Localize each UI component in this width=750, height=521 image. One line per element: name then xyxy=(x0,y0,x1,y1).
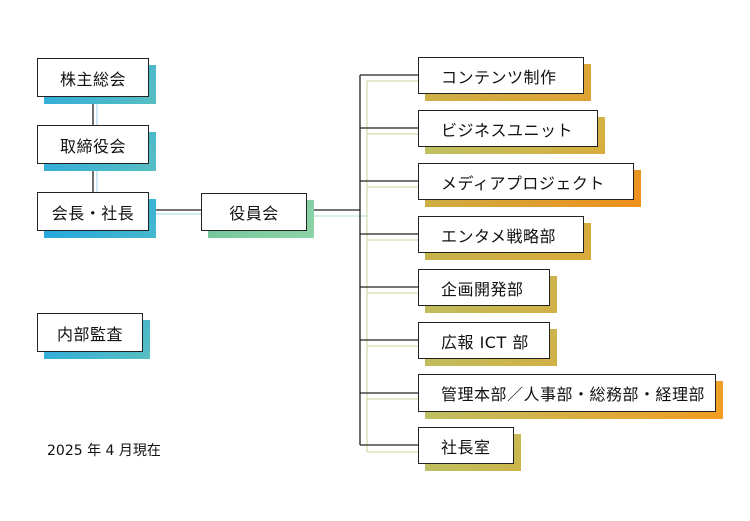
department-label: エンタメ戦略部 xyxy=(418,216,584,253)
audit-label: 内部監査 xyxy=(37,313,143,352)
department-admin-hq: 管理本部／人事部・総務部・経理部 xyxy=(418,374,723,419)
shareholders-node: 株主総会 xyxy=(37,58,156,104)
department-pr-ict: 広報 ICT 部 xyxy=(418,322,557,366)
department-label: ビジネスユニット xyxy=(418,110,598,147)
department-business-unit: ビジネスユニット xyxy=(418,110,605,154)
department-planning-development: 企画開発部 xyxy=(418,269,557,313)
president-node: 会長・社長 xyxy=(37,192,156,238)
department-label: 広報 ICT 部 xyxy=(418,322,550,359)
officers-label: 役員会 xyxy=(201,193,307,231)
department-label: コンテンツ制作 xyxy=(418,57,584,94)
department-entertainment-strategy: エンタメ戦略部 xyxy=(418,216,591,260)
department-label: 企画開発部 xyxy=(418,269,550,306)
board-node: 取締役会 xyxy=(37,125,156,171)
shareholders-label: 株主総会 xyxy=(37,58,149,97)
department-president-office: 社長室 xyxy=(418,427,521,471)
president-label: 会長・社長 xyxy=(37,192,149,231)
department-label: 管理本部／人事部・総務部・経理部 xyxy=(418,374,716,412)
department-media-project: メディアプロジェクト xyxy=(418,163,641,207)
department-label: 社長室 xyxy=(418,427,514,464)
department-content-production: コンテンツ制作 xyxy=(418,57,591,101)
officers-node: 役員会 xyxy=(201,193,314,238)
department-label: メディアプロジェクト xyxy=(418,163,634,200)
date-note: 2025 年 4 月現在 xyxy=(47,443,161,459)
audit-node: 内部監査 xyxy=(37,313,150,359)
board-label: 取締役会 xyxy=(37,125,149,164)
